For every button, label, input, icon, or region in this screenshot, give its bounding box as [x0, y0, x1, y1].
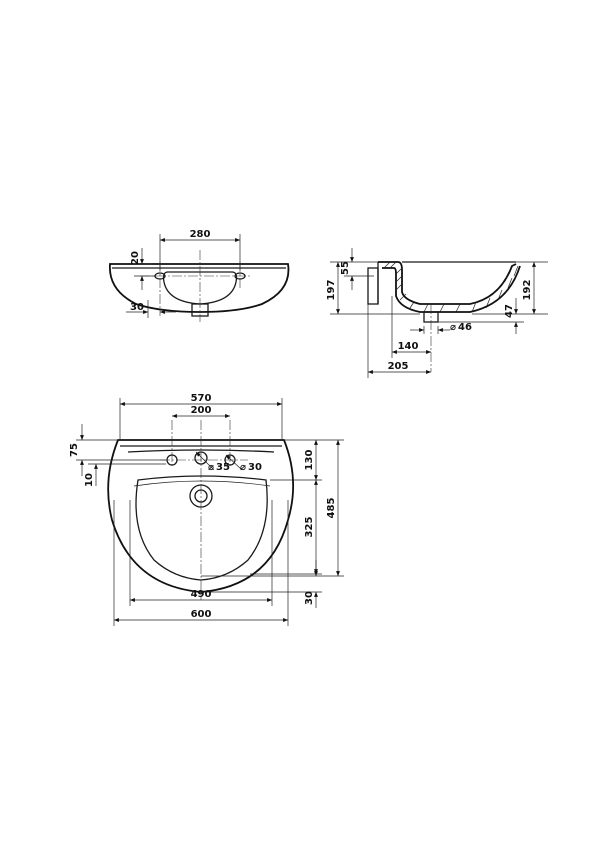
dim-205: 205	[388, 361, 409, 372]
dim-diameter-46-symbol: ⌀	[450, 322, 456, 333]
dim-600: 600	[191, 609, 212, 620]
dim-140: 140	[398, 341, 419, 352]
dim-diameter-30-symbol: ⌀	[240, 462, 246, 473]
dim-192: 192	[522, 280, 533, 301]
dim-diameter-35-symbol: ⌀	[208, 462, 214, 473]
side-view: 197 55 192 47 ⌀ 46 140 205	[326, 248, 548, 378]
front-view: 570 200 75 10 ⌀ 35 ⌀ 30 130 325	[69, 393, 344, 626]
dim-47: 47	[504, 304, 515, 318]
dim-10: 10	[84, 473, 95, 487]
dim-20: 20	[130, 251, 141, 265]
dim-30-front: 30	[304, 591, 315, 605]
dim-200: 200	[191, 405, 212, 416]
dim-280: 280	[190, 229, 211, 240]
side-view-wall-bracket	[367, 267, 379, 305]
front-view-outline	[107, 439, 295, 593]
dim-570: 570	[191, 393, 212, 404]
side-view-section	[378, 261, 517, 305]
dim-55: 55	[340, 261, 351, 275]
dim-diameter-46: 46	[458, 322, 472, 333]
dim-130: 130	[304, 450, 315, 471]
dim-490: 490	[191, 589, 212, 600]
dim-485: 485	[326, 498, 337, 519]
top-view: 280 20 30	[109, 229, 290, 322]
dim-diameter-35: 35	[216, 462, 230, 473]
dim-197: 197	[326, 280, 337, 301]
dim-30-top: 30	[130, 302, 144, 313]
dim-75: 75	[69, 443, 80, 457]
front-view-bowl	[135, 475, 268, 581]
dim-diameter-30: 30	[248, 462, 262, 473]
dim-325: 325	[304, 517, 315, 538]
